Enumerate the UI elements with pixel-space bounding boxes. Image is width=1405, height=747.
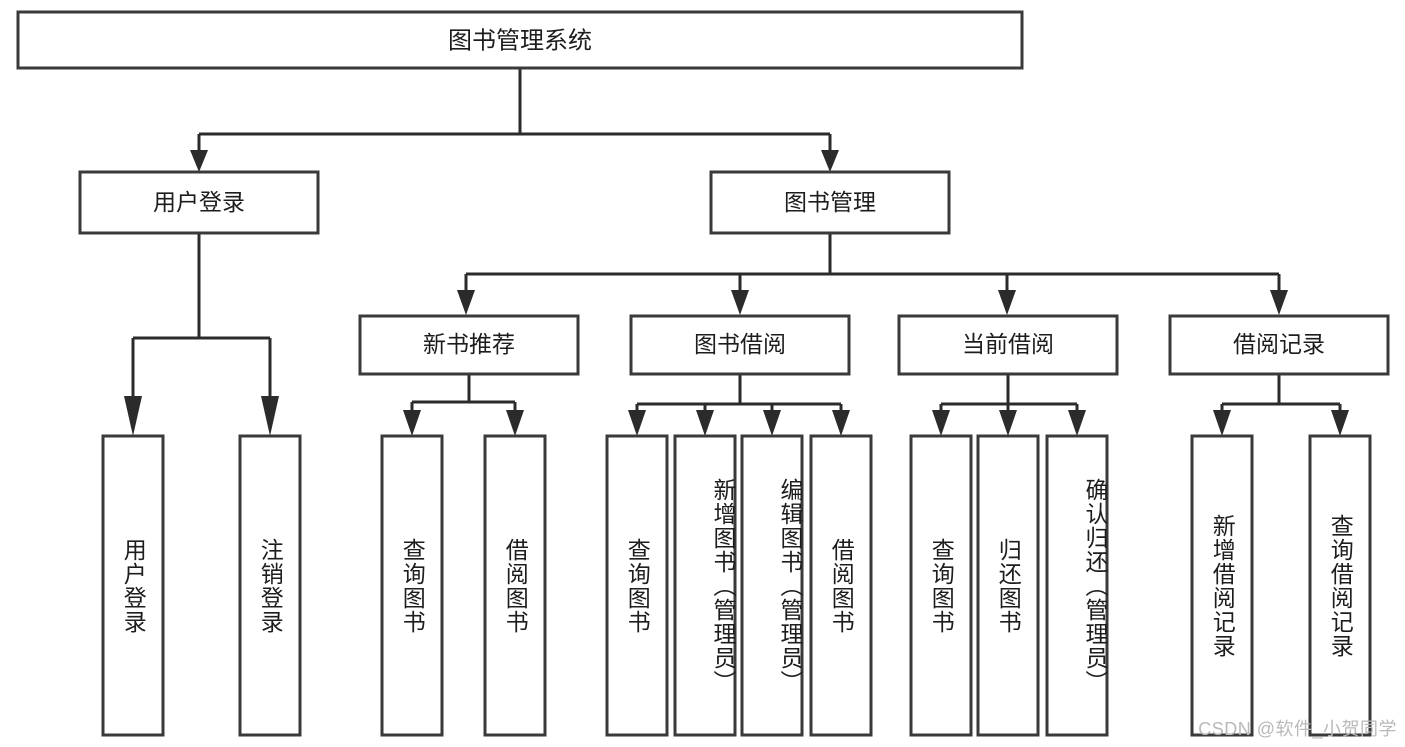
- connector-root-to-level2: [190, 68, 839, 172]
- node-borrow-record[interactable]: 借阅记录: [1168, 314, 1390, 376]
- leaf-rect-cb-query-book[interactable]: [909, 434, 973, 737]
- node-current-borrow-rect[interactable]: [897, 314, 1119, 376]
- leaf-rect-bb-query-book[interactable]: [605, 434, 669, 737]
- arrowhead-book-manage: [821, 150, 839, 172]
- connector-book-manage-children: [457, 233, 1288, 315]
- node-borrow-record-rect[interactable]: [1168, 314, 1390, 376]
- leaf-rect-nb-borrow-book[interactable]: [483, 434, 547, 737]
- leaf-rect-nb-query-book[interactable]: [380, 434, 444, 737]
- leaf-rect-cb-confirm-return[interactable]: [1045, 434, 1109, 737]
- arrowhead-bb-leaf1: [628, 410, 646, 436]
- arrowhead-borrow-record: [1270, 290, 1288, 315]
- node-book-manage[interactable]: 图书管理: [709, 170, 951, 235]
- node-new-book-recommend-label: 新书推荐: [423, 331, 515, 357]
- connector-borrow-record-children: [1213, 374, 1349, 436]
- leaf-rect-bb-borrow-book[interactable]: [809, 434, 873, 737]
- leaf-rect-logout[interactable]: [238, 434, 302, 737]
- node-user-login[interactable]: 用户登录: [78, 170, 320, 235]
- arrowhead-bb-leaf4: [832, 410, 850, 436]
- leaf-rect-br-add-record[interactable]: [1190, 434, 1254, 737]
- arrowhead-book-borrow: [731, 290, 749, 315]
- node-user-login-label: 用户登录: [153, 189, 245, 215]
- node-root-system[interactable]: 图书管理系统: [16, 10, 1024, 70]
- arrowhead-cb-leaf2: [999, 410, 1017, 436]
- arrowhead-current-borrow: [998, 290, 1016, 315]
- node-current-borrow[interactable]: 当前借阅: [897, 314, 1119, 376]
- node-current-borrow-label: 当前借阅: [962, 331, 1054, 357]
- connector-current-borrow-children: [932, 374, 1086, 436]
- leaf-rect-bb-add-book[interactable]: [673, 434, 737, 737]
- arrowhead-br-leaf2: [1331, 410, 1349, 436]
- node-root-rect[interactable]: [16, 10, 1024, 70]
- arrowhead-leaf-user-login: [124, 396, 142, 436]
- node-book-borrow[interactable]: 图书借阅: [629, 314, 851, 376]
- connector-user-login-children: [124, 233, 279, 436]
- node-book-borrow-label: 图书借阅: [694, 331, 786, 357]
- node-book-manage-rect[interactable]: [709, 170, 951, 235]
- leaf-rect-bb-edit-book[interactable]: [740, 434, 804, 737]
- node-book-borrow-rect[interactable]: [629, 314, 851, 376]
- arrowhead-nb-leaf2: [506, 410, 524, 436]
- node-root-label: 图书管理系统: [448, 27, 592, 54]
- leaf-rect-br-query-record[interactable]: [1308, 434, 1372, 737]
- arrowhead-bb-leaf2: [696, 410, 714, 436]
- connector-book-borrow-children: [628, 374, 850, 436]
- arrowhead-bb-leaf3: [763, 410, 781, 436]
- node-new-book-recommend-rect[interactable]: [358, 314, 580, 376]
- arrowhead-new-book: [457, 290, 475, 315]
- node-book-manage-label: 图书管理: [784, 189, 876, 215]
- leaf-rect-user-login[interactable]: [101, 434, 165, 737]
- connector-new-book-children: [403, 374, 524, 436]
- arrowhead-leaf-logout: [261, 396, 279, 436]
- arrowhead-br-leaf1: [1213, 410, 1231, 436]
- leaf-rect-cb-return-book[interactable]: [976, 434, 1040, 737]
- arrowhead-nb-leaf1: [403, 410, 421, 436]
- node-borrow-record-label: 借阅记录: [1233, 331, 1325, 357]
- node-new-book-recommend[interactable]: 新书推荐: [358, 314, 580, 376]
- arrowhead-cb-leaf1: [932, 410, 950, 436]
- csdn-watermark: CSDN @软件_小贺同学: [1198, 719, 1397, 739]
- node-user-login-rect[interactable]: [78, 170, 320, 235]
- arrowhead-cb-leaf3: [1068, 410, 1086, 436]
- arrowhead-user-login: [190, 150, 208, 172]
